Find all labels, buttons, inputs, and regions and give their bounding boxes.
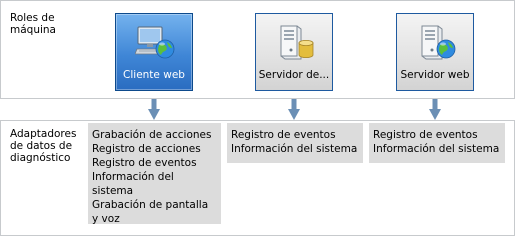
adapter-list-database-server: Registro de eventos Información del sist… [227,123,363,163]
down-arrow-icon [288,99,300,120]
adapter-item: Registro de eventos [373,129,478,141]
adapter-item: Grabación de acciones [92,129,212,141]
machine-roles-label: Roles de máquina [10,12,56,36]
computer-globe-icon [135,26,175,59]
adapter-item: Registro de acciones [92,143,201,155]
role-label-web-server: Servidor web [400,69,470,81]
adapter-item: Registro de eventos [231,129,336,141]
adapter-item: Información del sistema [231,143,358,155]
down-arrow-icon [429,99,441,120]
role-label-database-server: Servidor de... [258,69,330,81]
server-database-icon [280,25,314,60]
adapter-item: Grabación de pantalla y voz [92,199,209,225]
role-label-web-client: Cliente web [123,69,185,81]
adapter-item: Información del sistema [373,143,500,155]
down-arrow-icon [148,99,160,120]
adapter-item: Registro de eventos [92,157,197,169]
adapter-list-web-client: Grabación de acciones Registro de accion… [88,123,221,225]
diagnostic-adapters-label: Adaptadores de datos de diagnóstico [10,128,77,164]
role-tile-database-server[interactable]: Servidor de... [255,13,333,91]
role-tile-web-client[interactable]: Cliente web [115,13,193,91]
adapter-item: Información del sistema [92,171,174,197]
adapter-list-web-server: Registro de eventos Información del sist… [369,123,505,163]
server-globe-icon [421,25,456,60]
role-tile-web-server[interactable]: Servidor web [396,13,474,91]
